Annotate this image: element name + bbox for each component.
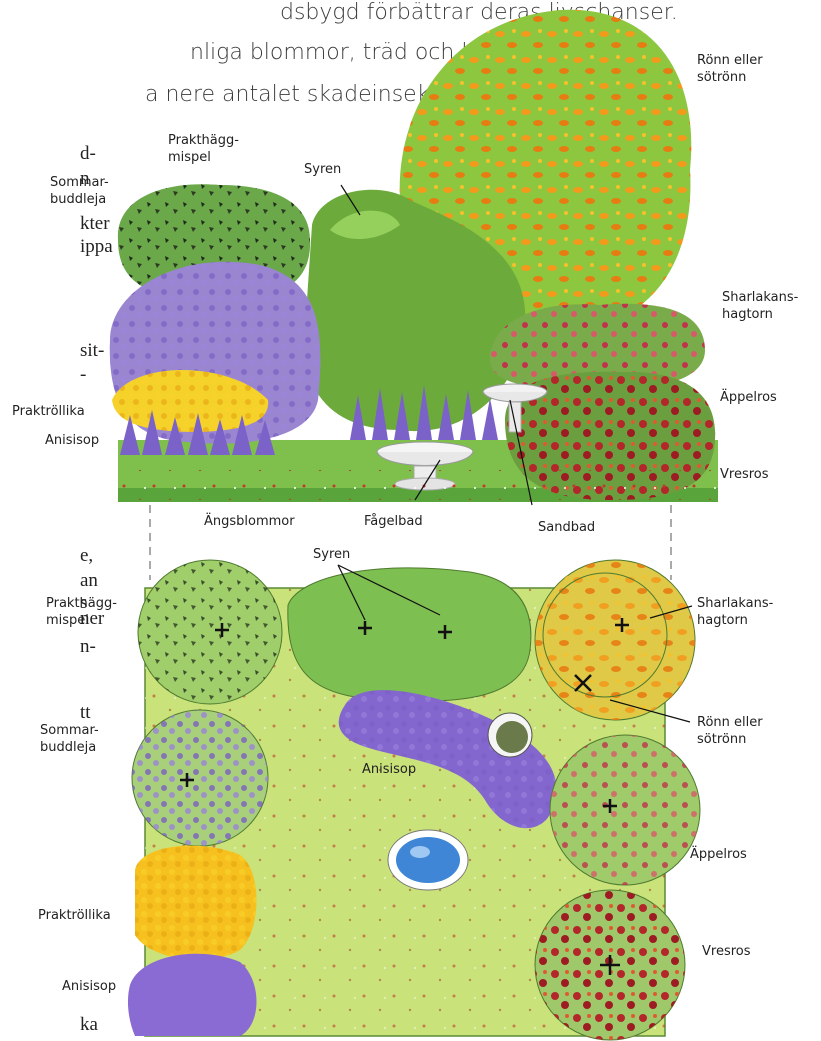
label-line: Sharlakans- xyxy=(722,290,798,307)
plan-apple-rose xyxy=(550,735,700,885)
plan-label-appelros: Äppelros xyxy=(690,847,747,864)
label-sandbad: Sandbad xyxy=(538,520,595,537)
plan-yarrow xyxy=(135,846,257,960)
label-angsblommor: Ängsblommor xyxy=(204,514,295,531)
label-line: Rönn eller xyxy=(697,53,763,70)
label-line: Sommar- xyxy=(40,723,99,740)
label-line: buddleja xyxy=(40,740,99,757)
plan-anise-hyssop xyxy=(128,954,257,1036)
label-anisisop: Anisisop xyxy=(45,433,99,450)
plan-label-vresros: Vresros xyxy=(702,944,751,961)
label-line: Prakthägg- xyxy=(168,133,239,150)
elevation-view xyxy=(110,10,718,502)
plan-buddleja xyxy=(132,710,268,846)
plan-label-ronn: Rönn eller sötrönn xyxy=(697,715,763,749)
label-line: sötrönn xyxy=(697,732,763,749)
label-line: Prakthägg- xyxy=(46,596,117,613)
label-syren: Syren xyxy=(304,162,341,179)
label-line: Sharlakans- xyxy=(697,596,773,613)
label-prakthaggmispel: Prakthägg- mispel xyxy=(168,133,239,167)
label-sharlakanshagtorn: Sharlakans- hagtorn xyxy=(722,290,798,324)
plan-hawthorn-rowan xyxy=(535,560,695,720)
label-line: hagtorn xyxy=(722,307,798,324)
plan-sandbath xyxy=(488,713,532,757)
label-sommarbuddleja: Sommar- buddleja xyxy=(50,175,109,209)
plan-label-sommarbuddleja: Sommar- buddleja xyxy=(40,723,99,757)
plan-label-anisisop: Anisisop xyxy=(62,979,116,996)
label-line: sötrönn xyxy=(697,70,763,87)
plan-label-prakthaggmispel: Prakthägg- mispel xyxy=(46,596,117,630)
label-line: buddleja xyxy=(50,192,109,209)
plan-label-syren: Syren xyxy=(313,547,350,564)
label-line: hagtorn xyxy=(697,613,773,630)
label-praktrollika: Praktröllika xyxy=(12,404,85,421)
label-line: Sommar- xyxy=(50,175,109,192)
plan-cotoneaster xyxy=(138,560,282,704)
plan-label-anisisop-center: Anisisop xyxy=(362,762,416,779)
label-vresros: Vresros xyxy=(720,467,769,484)
plan-lilac xyxy=(288,568,531,701)
label-line: mispel xyxy=(46,613,117,630)
label-appelros: Äppelros xyxy=(720,390,777,407)
label-fagelbad: Fågelbad xyxy=(364,514,423,531)
plan-label-sharlakanshagtorn: Sharlakans- hagtorn xyxy=(697,596,773,630)
label-line: Rönn eller xyxy=(697,715,763,732)
label-ronn: Rönn eller sötrönn xyxy=(697,53,763,87)
plan-label-praktrollika: Praktröllika xyxy=(38,908,111,925)
plan-birdbath xyxy=(388,830,468,890)
label-line: mispel xyxy=(168,150,239,167)
plan-view xyxy=(128,560,700,1040)
